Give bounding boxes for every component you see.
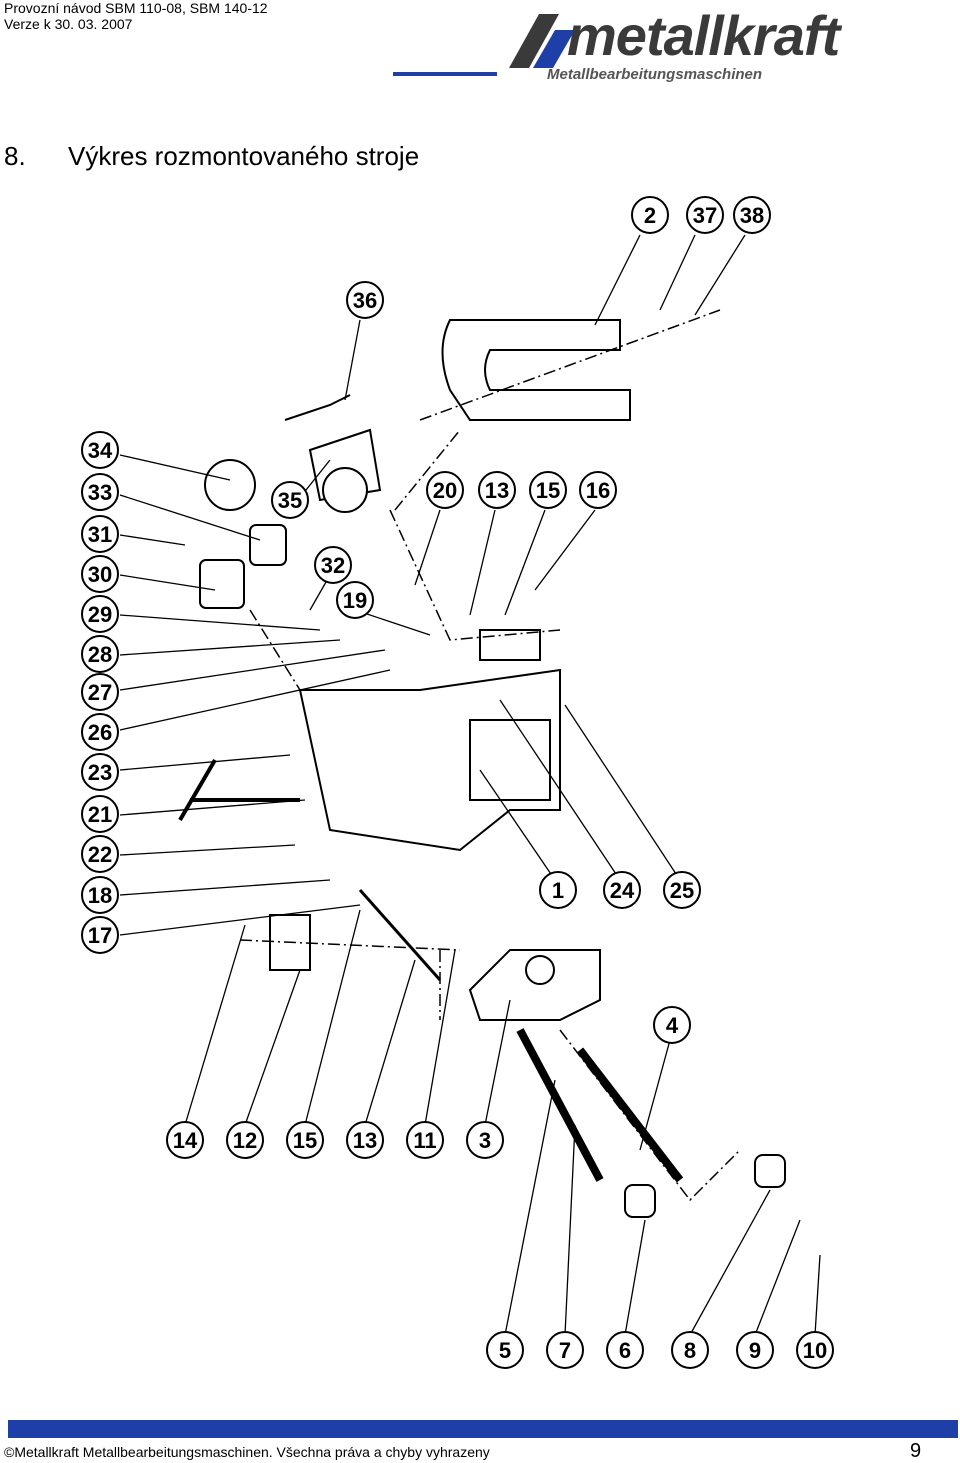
callout-label: 10 xyxy=(803,1338,827,1363)
callout-25: 25 xyxy=(663,871,701,909)
callout-24: 24 xyxy=(603,871,641,909)
callout-label: 4 xyxy=(666,1013,679,1038)
callout-7: 7 xyxy=(546,1331,584,1369)
callout-26: 26 xyxy=(81,713,119,751)
callout-label: 2 xyxy=(644,203,656,228)
callout-31: 31 xyxy=(81,515,119,553)
callout-28: 28 xyxy=(81,635,119,673)
callout-label: 24 xyxy=(610,878,635,903)
callout-34: 34 xyxy=(81,431,119,469)
logo-emblem-icon xyxy=(509,14,575,68)
callout-11: 11 xyxy=(406,1121,444,1159)
callout-18: 18 xyxy=(81,876,119,914)
logo-tagline: Metallbearbeitungsmaschinen xyxy=(547,66,763,83)
callout-label: 9 xyxy=(749,1338,761,1363)
callout-6: 6 xyxy=(606,1331,644,1369)
callout-30: 30 xyxy=(81,555,119,593)
callout-1: 1 xyxy=(539,871,577,909)
callout-label: 12 xyxy=(233,1128,257,1153)
callout-label: 7 xyxy=(559,1338,571,1363)
callout-19: 19 xyxy=(336,581,374,619)
callout-20: 20 xyxy=(426,471,464,509)
callout-label: 34 xyxy=(88,438,113,463)
callout-label: 14 xyxy=(173,1128,198,1153)
callout-label: 18 xyxy=(88,883,112,908)
callout-33: 33 xyxy=(81,473,119,511)
callout-label: 31 xyxy=(88,522,112,547)
callout-label: 1 xyxy=(552,878,564,903)
callout-13-top: 13 xyxy=(478,471,516,509)
callout-label: 17 xyxy=(88,923,112,948)
callout-37: 37 xyxy=(686,196,724,234)
document-version: Verze k 30. 03. 2007 xyxy=(4,16,133,32)
section-title: Výkres rozmontovaného stroje xyxy=(68,141,420,171)
callout-15-bottom: 15 xyxy=(286,1121,324,1159)
callout-label: 28 xyxy=(88,642,112,667)
callout-label: 23 xyxy=(88,760,112,785)
callout-16: 16 xyxy=(579,471,617,509)
callout-8: 8 xyxy=(671,1331,709,1369)
callout-label: 35 xyxy=(278,488,302,513)
leader-lines xyxy=(119,234,821,1336)
callout-21: 21 xyxy=(81,795,119,833)
callout-35: 35 xyxy=(271,481,309,519)
callout-label: 22 xyxy=(88,842,112,867)
callout-label: 19 xyxy=(343,588,367,613)
callout-36: 36 xyxy=(346,281,384,319)
document-header-title: Provozní návod SBM 110-08, SBM 140-12 xyxy=(4,0,268,16)
section-number: 8. xyxy=(4,141,26,171)
callout-10: 10 xyxy=(796,1331,834,1369)
callout-5: 5 xyxy=(486,1331,524,1369)
drawing-parts xyxy=(178,319,786,1218)
callout-38: 38 xyxy=(733,196,771,234)
callout-23: 23 xyxy=(81,753,119,791)
callout-label: 16 xyxy=(586,478,610,503)
callout-label: 15 xyxy=(293,1128,317,1153)
callout-label: 13 xyxy=(485,478,509,503)
section-heading: 8. Výkres rozmontovaného stroje xyxy=(4,140,419,172)
callout-22: 22 xyxy=(81,835,119,873)
callout-label: 3 xyxy=(479,1128,491,1153)
callout-32: 32 xyxy=(314,546,352,584)
callout-label: 37 xyxy=(693,203,717,228)
callout-label: 29 xyxy=(88,602,112,627)
callout-label: 25 xyxy=(670,878,694,903)
callout-label: 20 xyxy=(433,478,457,503)
callout-29: 29 xyxy=(81,595,119,633)
callout-label: 8 xyxy=(684,1338,696,1363)
callout-17: 17 xyxy=(81,916,119,954)
callout-9: 9 xyxy=(736,1331,774,1369)
logo-wordmark: metallkraft xyxy=(567,4,840,67)
callout-15-top: 15 xyxy=(529,471,567,509)
callout-label: 38 xyxy=(740,203,764,228)
footer-copyright: ©Metallkraft Metallbearbeitungsmaschinen… xyxy=(4,1444,490,1460)
callout-label: 36 xyxy=(353,288,377,313)
callout-label: 13 xyxy=(353,1128,377,1153)
brand-logo: metallkraft Metallbearbeitungsmaschinen xyxy=(495,4,955,90)
header-accent-bar xyxy=(393,72,497,76)
callout-label: 33 xyxy=(88,480,112,505)
callout-4: 4 xyxy=(653,1006,691,1044)
callout-label: 5 xyxy=(499,1338,511,1363)
callout-27: 27 xyxy=(81,673,119,711)
callout-label: 27 xyxy=(88,680,112,705)
callout-3: 3 xyxy=(466,1121,504,1159)
callout-label: 26 xyxy=(88,720,112,745)
callout-label: 11 xyxy=(413,1128,436,1153)
callout-label: 15 xyxy=(536,478,560,503)
callout-2: 2 xyxy=(631,196,669,234)
part-callouts: 2 37 38 36 34 33 31 30 29 28 27 26 23 21… xyxy=(81,196,834,1369)
callout-label: 32 xyxy=(321,553,345,578)
callout-14: 14 xyxy=(166,1121,204,1159)
exploded-view-drawing: 2 37 38 36 34 33 31 30 29 28 27 26 23 21… xyxy=(81,196,834,1369)
page-number: 9 xyxy=(910,1440,922,1462)
callout-label: 6 xyxy=(619,1338,631,1363)
assembly-lines xyxy=(239,309,741,1202)
callout-13-bottom: 13 xyxy=(346,1121,384,1159)
callout-label: 21 xyxy=(88,802,112,827)
footer-bar xyxy=(8,1420,958,1438)
callout-label: 30 xyxy=(88,562,112,587)
callout-12: 12 xyxy=(226,1121,264,1159)
